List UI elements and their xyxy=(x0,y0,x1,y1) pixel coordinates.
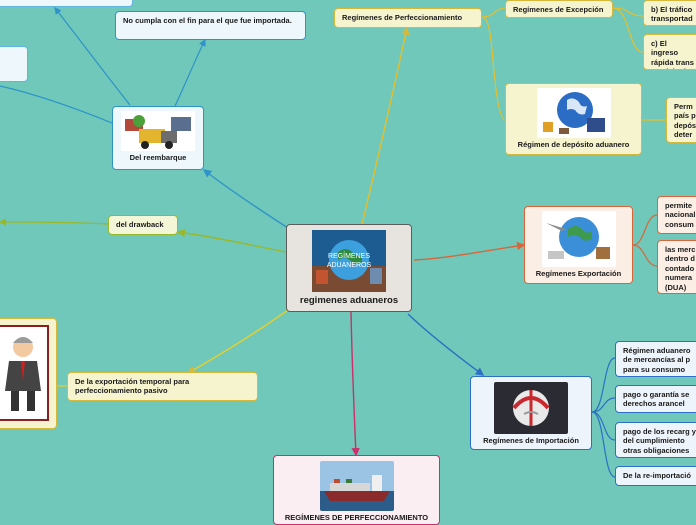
node-exportacion-temporal-label: De la exportación temporal para perfecci… xyxy=(75,377,190,396)
node-reembarque-label: Del reembarque xyxy=(129,153,187,162)
node-excepcion-b-label: b) El tráfico transportad xyxy=(651,5,693,24)
node-deposito-label: Régimen de depósito aduanero xyxy=(517,140,630,149)
node-person-image[interactable] xyxy=(0,318,57,429)
regimenes-aduaneros-image: REGÍMENES ADUANEROS xyxy=(312,230,386,292)
node-deposito-desc[interactable]: Perm país p depós deter xyxy=(666,97,696,143)
node-importacion-desc1-label: Régimen aduanero de mercancías al p para… xyxy=(623,346,691,374)
node-excepcion[interactable]: Regímenes de Excepción xyxy=(505,0,613,18)
node-deposito-desc-label: Perm país p depós deter xyxy=(674,102,696,140)
node-importacion-desc4-label: De la re-importació xyxy=(623,471,691,480)
central-topic[interactable]: REGÍMENES ADUANEROS regimenes aduaneros xyxy=(286,224,412,312)
node-excepcion-c-label: c) El ingreso rápida trans servicio de c xyxy=(651,39,694,69)
node-drawback-label: del drawback xyxy=(116,220,164,229)
node-blue-topleft[interactable] xyxy=(0,0,133,7)
node-blue-left[interactable] xyxy=(0,46,28,82)
businessman-image xyxy=(0,325,49,421)
node-exportacion-desc1-label: permite nacional consum xyxy=(665,201,696,229)
node-perfeccionamiento-bottom-label: REGÍMENES DE PERFECCIONAMIENTO xyxy=(284,513,429,522)
node-drawback[interactable]: del drawback xyxy=(108,215,178,235)
image-text-line1: REGÍMENES xyxy=(328,251,370,260)
node-exportacion[interactable]: Regímenes Exportación xyxy=(524,206,633,284)
forklift-containers-image xyxy=(121,111,195,151)
node-perfeccionamiento-bottom[interactable]: REGÍMENES DE PERFECCIONAMIENTO xyxy=(273,455,440,525)
node-exportacion-temporal[interactable]: De la exportación temporal para perfecci… xyxy=(67,372,258,401)
node-importacion-desc2[interactable]: pago o garantía se derechos arancel xyxy=(615,385,696,413)
node-perfeccionamiento[interactable]: Regímenes de Perfeccionamiento xyxy=(334,8,482,28)
node-reembarque[interactable]: Del reembarque xyxy=(112,106,204,170)
node-exportacion-label: Regímenes Exportación xyxy=(535,269,622,278)
node-reembarque-desc-label: No cumpla con el fin para el que fue imp… xyxy=(123,16,292,25)
node-perfeccionamiento-label: Regímenes de Perfeccionamiento xyxy=(342,13,463,22)
node-importacion[interactable]: Regímenes de Importación xyxy=(470,376,592,450)
node-importacion-desc1[interactable]: Régimen aduanero de mercancías al p para… xyxy=(615,341,696,377)
node-importacion-desc2-label: pago o garantía se derechos arancel xyxy=(623,390,690,409)
node-excepcion-c[interactable]: c) El ingreso rápida trans servicio de c xyxy=(643,34,696,70)
warehouse-globe-image xyxy=(536,88,611,138)
node-exportacion-desc2-label: las merc dentro d contado numera (DUA) xyxy=(665,245,696,292)
cargo-ship-image xyxy=(319,461,394,511)
node-exportacion-desc2[interactable]: las merc dentro d contado numera (DUA) xyxy=(657,240,696,294)
node-excepcion-b[interactable]: b) El tráfico transportad xyxy=(643,0,696,26)
export-globe-image xyxy=(541,211,616,267)
import-globe-image xyxy=(494,382,568,434)
node-importacion-desc4[interactable]: De la re-importació xyxy=(615,466,696,486)
node-exportacion-desc1[interactable]: permite nacional consum xyxy=(657,196,696,234)
node-importacion-desc3-label: pago de los recarg y del cumplimiento ot… xyxy=(623,427,696,455)
node-reembarque-desc[interactable]: No cumpla con el fin para el que fue imp… xyxy=(115,11,306,40)
central-topic-label: regimenes aduaneros xyxy=(299,295,399,306)
node-deposito[interactable]: Régimen de depósito aduanero xyxy=(505,83,642,155)
node-importacion-label: Regímenes de Importación xyxy=(483,436,579,445)
image-text-line2: ADUANEROS xyxy=(327,262,372,269)
node-importacion-desc3[interactable]: pago de los recarg y del cumplimiento ot… xyxy=(615,422,696,458)
node-excepcion-label: Regímenes de Excepción xyxy=(513,5,604,14)
